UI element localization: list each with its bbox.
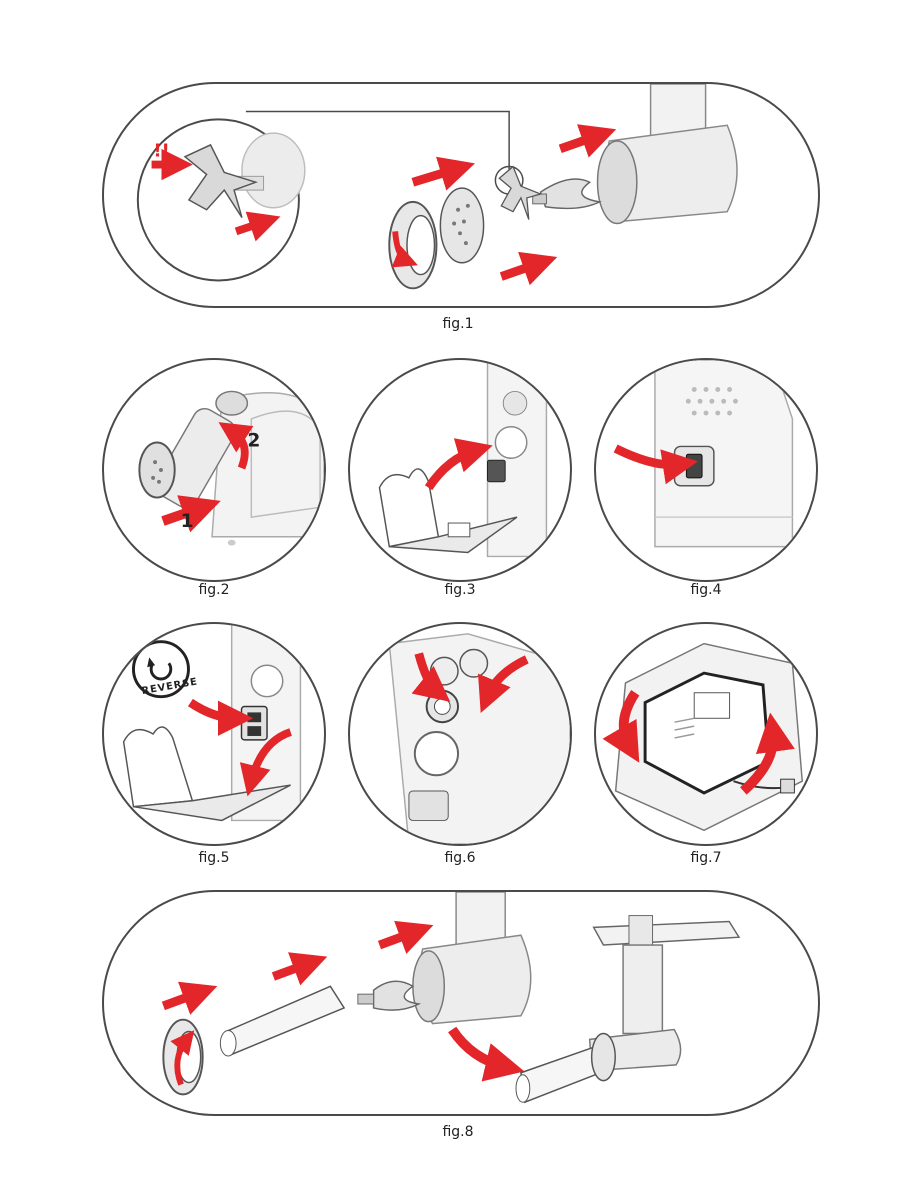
arrow-icon [170, 1030, 195, 1086]
fig2-panel: 1 2 [102, 358, 326, 582]
feed-screw [372, 980, 422, 1011]
fig3-caption: fig.3 [444, 582, 476, 598]
mincer-housing [154, 407, 236, 509]
fig7-panel [594, 622, 818, 846]
arrow-icon [411, 652, 451, 702]
cutting-plate [439, 187, 485, 264]
arrow-icon [391, 231, 418, 268]
fig1-caption: fig.1 [442, 316, 474, 332]
arrow-icon [377, 920, 434, 954]
cutting-plate [459, 648, 489, 678]
arrow-icon [613, 444, 698, 485]
step-2-label: 2 [247, 430, 260, 451]
arrow-icon [499, 251, 558, 286]
fig6-panel [348, 622, 572, 846]
step-1-label: 1 [181, 511, 194, 532]
fig8-panel [102, 890, 820, 1116]
fig3-panel [348, 358, 572, 582]
blade [498, 165, 543, 220]
arrow-icon [187, 698, 254, 736]
cutting-plate [429, 656, 459, 686]
arrow-icon [411, 156, 475, 191]
arrow-icon [218, 422, 254, 470]
feed-tray [592, 920, 741, 946]
tray [122, 726, 194, 808]
fig2-illustration: 1 2 [138, 390, 324, 546]
fig5-caption: fig.5 [198, 850, 230, 866]
plug-icon [780, 778, 795, 794]
sausage-cone [225, 985, 346, 1057]
fig6-illustration [388, 633, 570, 844]
fig5-illustration: REVERSE [122, 624, 302, 822]
fig4-caption: fig.4 [690, 582, 722, 598]
arrow-icon [424, 438, 493, 491]
fig1-panel: !! [102, 82, 820, 308]
callout-line [245, 110, 510, 171]
ring-nut [138, 441, 176, 499]
fig4-panel [594, 358, 818, 582]
fig8-illustration [161, 892, 741, 1104]
feed-screw [539, 178, 602, 210]
switch-icon [247, 726, 262, 736]
arrow-icon [161, 495, 221, 533]
arrow-icon [740, 712, 795, 795]
fig1-illustration: !! [136, 84, 738, 290]
fig8-caption: fig.8 [442, 1124, 474, 1140]
switch-icon [487, 459, 506, 483]
warning-mark: !! [154, 142, 170, 162]
fig2-caption: fig.2 [198, 582, 230, 598]
switch-icon [685, 453, 703, 479]
inset-blade [183, 143, 259, 218]
fig7-caption: fig.7 [690, 850, 722, 866]
fig7-illustration [602, 642, 804, 832]
arrow-icon [558, 124, 617, 158]
fig6-caption: fig.6 [444, 850, 476, 866]
arrow-icon [477, 655, 529, 713]
fig4-illustration [613, 360, 794, 548]
arrow-icon [271, 952, 328, 986]
fig5-panel: REVERSE [102, 622, 326, 846]
arrow-icon [161, 981, 218, 1015]
arrow-icon [448, 1026, 525, 1082]
arrow-icon [602, 690, 640, 763]
reverse-icon [131, 640, 190, 699]
fig3-illustration [378, 360, 548, 558]
arrow-icon [239, 728, 293, 797]
